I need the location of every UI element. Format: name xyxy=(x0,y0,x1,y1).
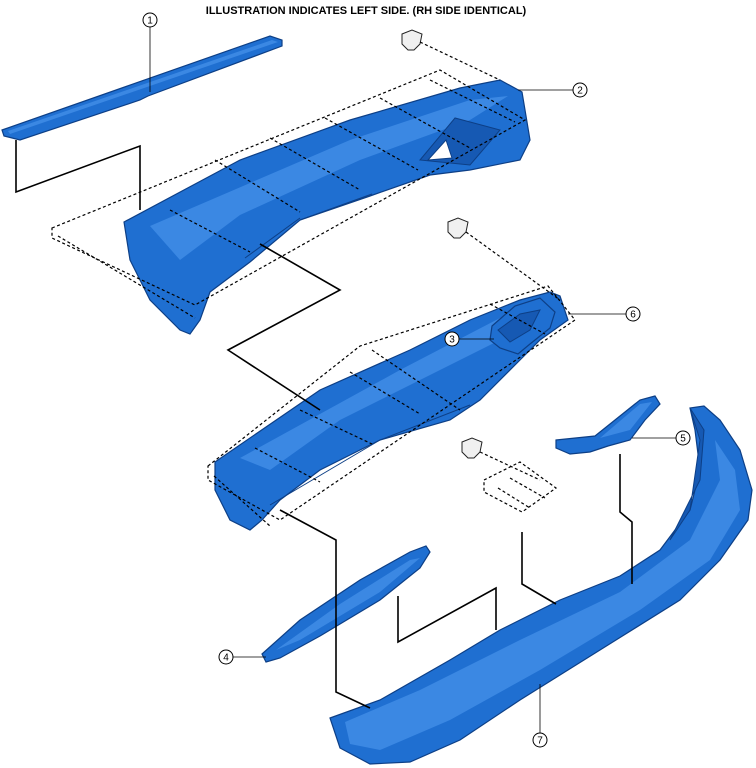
callout-6: 6 xyxy=(568,306,641,322)
callout-3: 3 xyxy=(444,331,494,347)
svg-text:5: 5 xyxy=(680,434,686,445)
clip-middle xyxy=(447,217,469,239)
dashed-guides xyxy=(51,41,576,527)
callout-5: 5 xyxy=(632,430,691,446)
part-6-middle-panel xyxy=(214,291,569,531)
part-5-bracket xyxy=(555,395,661,455)
solid-links xyxy=(15,140,633,709)
svg-text:6: 6 xyxy=(630,310,636,321)
callout-1: 1 xyxy=(142,12,158,92)
svg-text:7: 7 xyxy=(537,736,543,747)
clip-top xyxy=(401,29,423,51)
clip-lower xyxy=(461,437,483,459)
callout-2: 2 xyxy=(518,82,588,98)
part-3-bracket xyxy=(489,297,556,355)
part-4-trim xyxy=(261,545,431,663)
callout-4: 4 xyxy=(218,649,266,665)
svg-text:3: 3 xyxy=(449,335,455,346)
svg-text:1: 1 xyxy=(147,16,153,27)
part-7-lower-panel xyxy=(329,405,753,765)
part-2-upper-panel xyxy=(123,79,531,335)
diagram-title: ILLUSTRATION INDICATES LEFT SIDE. (RH SI… xyxy=(206,5,527,17)
callout-7: 7 xyxy=(532,684,548,748)
svg-text:4: 4 xyxy=(223,653,229,664)
part-1-strip xyxy=(1,35,283,141)
svg-text:2: 2 xyxy=(577,86,583,97)
